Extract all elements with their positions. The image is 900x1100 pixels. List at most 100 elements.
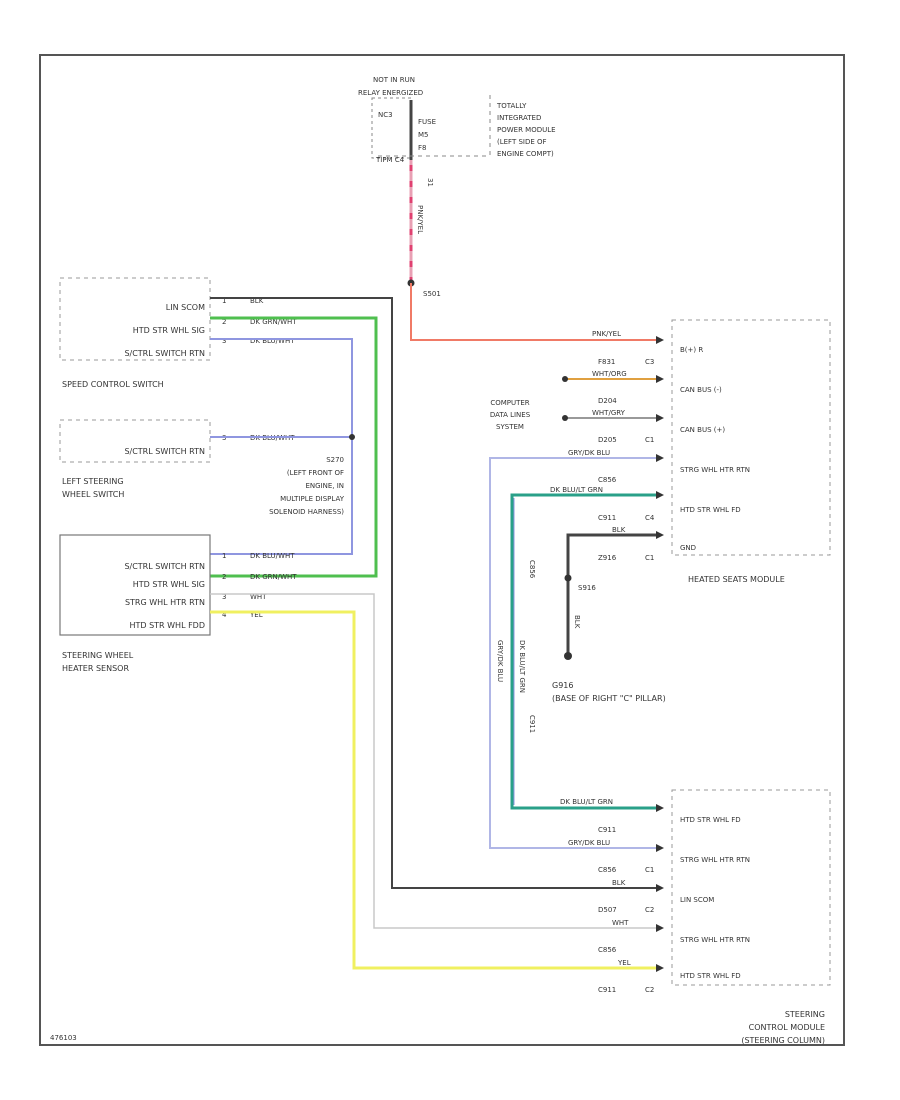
hs-num-2: 2: [222, 573, 226, 581]
hsm-wire-1: PNK/YEL: [592, 330, 621, 338]
can-label-2: DATA LINES: [490, 411, 531, 419]
s270-3: ENGINE, IN: [305, 482, 344, 490]
diagram-frame: [39, 54, 845, 1046]
scm-title-2: CONTROL MODULE: [749, 1023, 825, 1032]
hs-wire-1: DK BLU/WHT: [250, 552, 295, 560]
arrow-hsm-6: [656, 531, 664, 539]
hsm-wire-2: WHT/ORG: [592, 370, 627, 378]
hsm-wire-4: GRY/DK BLU: [568, 449, 610, 457]
splice-s270-dot: [349, 434, 355, 440]
scm-pin-4: STRG WHL HTR RTN: [680, 936, 750, 944]
tipm-2: INTEGRATED: [497, 114, 541, 122]
wire-htr-rtn-wht: [210, 593, 660, 929]
hsm-circ-3: D205: [598, 436, 617, 444]
wire-htd-fd-teal: [510, 493, 660, 810]
arrow-scm-1: [656, 804, 664, 812]
hsm-wire-5: DK BLU/LT GRN: [550, 486, 603, 494]
splice-s501: S501: [423, 290, 441, 298]
vert-wire-1: GRY/DK BLU: [496, 640, 504, 682]
ground-g916: G916: [552, 681, 573, 690]
speed-switch-box: [59, 277, 211, 361]
scm-title-1: STEERING: [785, 1010, 825, 1019]
hsm-pin-5: HTD STR WHL FD: [680, 506, 741, 514]
s270-5: SOLENOID HARNESS): [269, 508, 344, 516]
hsm-circ-1: F831: [598, 358, 615, 366]
hs-wire-2: DK GRN/WHT: [250, 573, 297, 581]
wire-sctrl-rtn-blu: [210, 338, 353, 555]
tipm-1: TOTALLY: [496, 102, 527, 110]
fuse-label-2: M5: [418, 131, 429, 139]
hs-title-1: STEERING WHEEL: [62, 651, 134, 660]
arrow-scm-3: [656, 884, 664, 892]
scm-pin-2: STRG WHL HTR RTN: [680, 856, 750, 864]
steering-module-box: [671, 789, 831, 986]
scm-conn-3: C2: [645, 906, 654, 914]
tipm-3: POWER MODULE: [497, 126, 556, 134]
lsw-title-1: LEFT STEERING: [62, 477, 124, 486]
lsw-title-2: WHEEL SWITCH: [62, 490, 124, 499]
relay-state-2: RELAY ENERGIZED: [358, 89, 423, 97]
fuse-wire-color: PNK/YEL: [416, 205, 424, 234]
hs-pin-2: HTD STR WHL SIG: [133, 580, 205, 589]
hsm-conn-5: C4: [645, 514, 655, 522]
hsm-conn-3: C1: [645, 436, 654, 444]
scm-pin-3: LIN SCOM: [680, 896, 714, 904]
speed-wire-3: DK BLU/WHT: [250, 337, 295, 345]
hs-num-1: 1: [222, 552, 226, 560]
hsm-circ-5: C911: [598, 514, 616, 522]
s270-4: MULTIPLE DISPLAY: [280, 495, 345, 503]
speed-pin-2: HTD STR WHL SIG: [133, 326, 205, 335]
splice-s916: S916: [578, 584, 596, 592]
vert-wire-2: DK BLU/LT GRN: [518, 640, 526, 693]
hsm-title: HEATED SEATS MODULE: [688, 575, 785, 584]
hsm-conn-6: C1: [645, 554, 654, 562]
hs-num-4: 4: [222, 611, 227, 619]
arrow-hsm-2: [656, 375, 664, 383]
footer-code: 476103: [50, 1034, 77, 1042]
hs-title-2: HEATER SENSOR: [62, 664, 129, 673]
hsm-pin-2: CAN BUS (-): [680, 386, 722, 394]
scm-wire-3: BLK: [612, 879, 626, 887]
arrow-scm-4: [656, 924, 664, 932]
vert-circ-1: C856: [528, 560, 536, 579]
scm-circ-1: C911: [598, 826, 616, 834]
scm-circ-5: C911: [598, 986, 616, 994]
arrow-scm-5: [656, 964, 664, 972]
wire-htd-fdd-yel: [210, 610, 660, 970]
fuse-label-1: FUSE: [418, 118, 436, 126]
arrow-hsm-3: [656, 414, 664, 422]
scm-wire-4: WHT: [612, 919, 629, 927]
hsm-pin-6: GND: [680, 544, 696, 552]
ground-location: (BASE OF RIGHT "C" PILLAR): [552, 694, 666, 703]
s270-2: (LEFT FRONT OF: [287, 469, 344, 477]
scm-wire-5: YEL: [617, 959, 631, 967]
scm-circ-3: D507: [598, 906, 617, 914]
lsw-pin: S/CTRL SWITCH RTN: [124, 447, 205, 456]
relay-pwr: TIPM C4: [375, 156, 405, 164]
relay-box: [371, 97, 413, 159]
hsm-circ-4: C856: [598, 476, 617, 484]
scm-conn-5: C2: [645, 986, 654, 994]
fuse-pin: 31: [426, 178, 434, 187]
speed-pin-1: LIN SCOM: [166, 303, 205, 312]
hs-pin-3: STRG WHL HTR RTN: [125, 598, 205, 607]
heated-seats-box: [671, 319, 831, 556]
can-plus-dot: [562, 415, 568, 421]
hs-pin-4: HTD STR WHL FDD: [129, 621, 205, 630]
hsm-conn-1: C3: [645, 358, 654, 366]
wire-htr-rtn-gry: [489, 457, 660, 849]
hs-wire-3: WHT: [250, 593, 267, 601]
s270-1: S270: [326, 456, 344, 464]
speed-pin-num-1: 1: [222, 297, 226, 305]
hs-wire-4: YEL: [249, 611, 263, 619]
tipm-5: ENGINE COMPT): [497, 150, 554, 158]
speed-switch-title: SPEED CONTROL SWITCH: [62, 380, 164, 389]
speed-pin-num-2: 2: [222, 318, 226, 326]
scm-conn-2: C1: [645, 866, 654, 874]
relay-state-1: NOT IN RUN: [373, 76, 415, 84]
scm-pin-5: HTD STR WHL FD: [680, 972, 741, 980]
arrow-scm-2: [656, 844, 664, 852]
fuse-label-3: F8: [418, 144, 426, 152]
hs-num-3: 3: [222, 593, 226, 601]
